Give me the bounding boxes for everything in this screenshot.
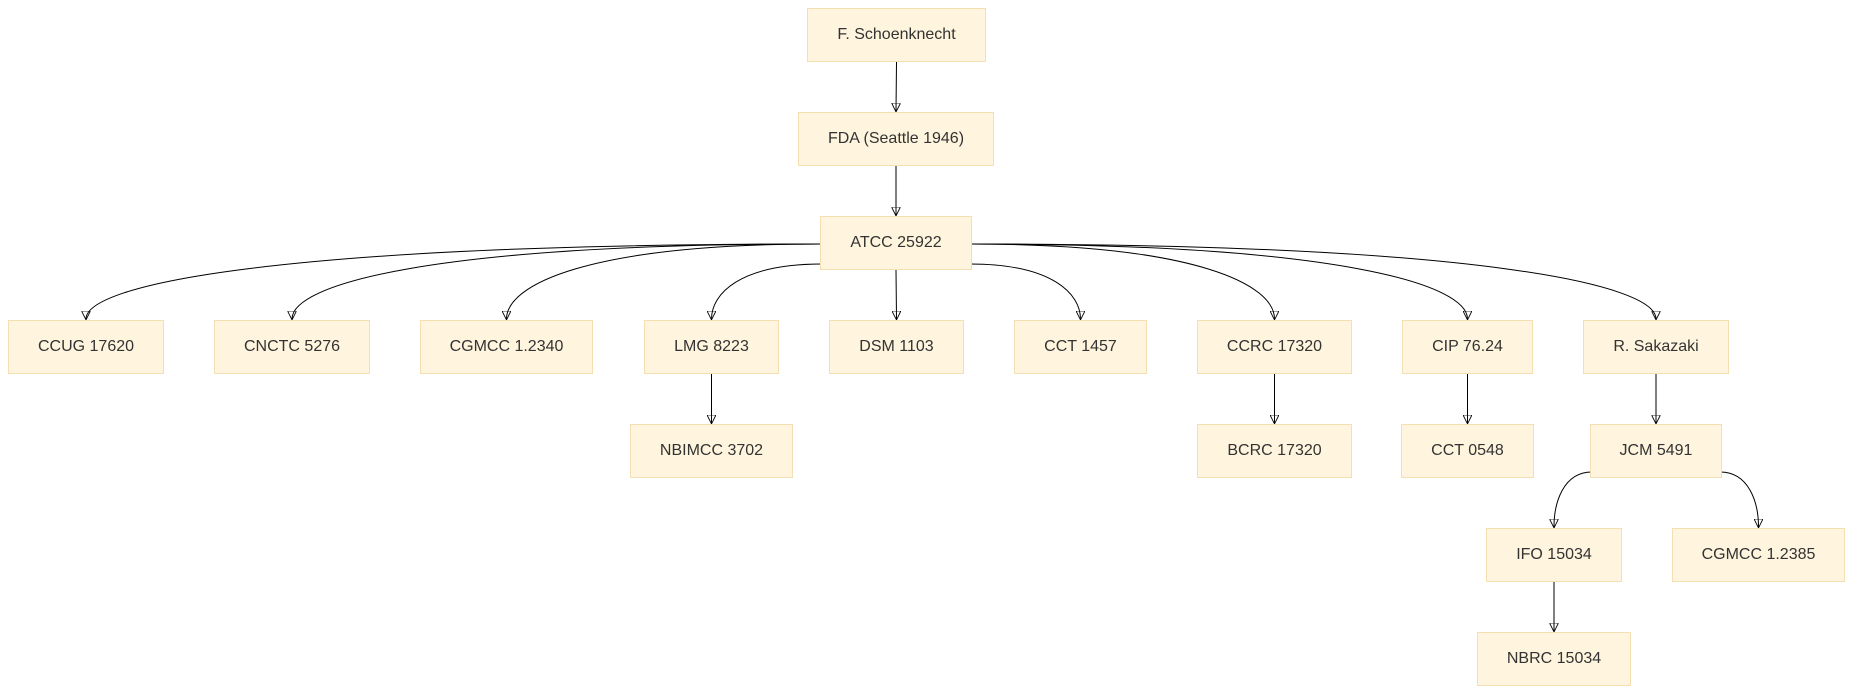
node-lmg: LMG 8223 bbox=[644, 320, 779, 374]
node-label: F. Schoenknecht bbox=[837, 26, 956, 43]
edge-atcc-to-dsm bbox=[896, 269, 897, 319]
node-atcc: ATCC 25922 bbox=[820, 216, 972, 270]
node-label: CCRC 17320 bbox=[1226, 338, 1323, 355]
node-label: CCT 1457 bbox=[1044, 338, 1117, 355]
node-cip: CIP 76.24 bbox=[1402, 320, 1533, 374]
node-label: FDA (Seattle 1946) bbox=[827, 130, 965, 147]
edge-atcc-to-ccrc bbox=[969, 243, 1275, 319]
node-label: CCT 0548 bbox=[1431, 442, 1504, 459]
node-label: IFO 15034 bbox=[1516, 546, 1592, 563]
node-cgmcc-1-2385: CGMCC 1.2385 bbox=[1672, 528, 1845, 582]
node-cct-0548: CCT 0548 bbox=[1401, 424, 1534, 478]
edge-atcc-to-cnctc bbox=[292, 243, 823, 319]
edge-schoenknecht-to-fda bbox=[896, 61, 897, 111]
edge-atcc-to-sakazaki bbox=[969, 243, 1656, 319]
node-cnctc: CNCTC 5276 bbox=[214, 320, 370, 374]
node-label: CGMCC 1.2340 bbox=[449, 338, 564, 355]
node-label: ATCC 25922 bbox=[850, 234, 942, 251]
node-label: CGMCC 1.2385 bbox=[1701, 546, 1816, 563]
node-schoenknecht: F. Schoenknecht bbox=[807, 8, 986, 62]
node-label: CCUG 17620 bbox=[37, 338, 135, 355]
node-dsm: DSM 1103 bbox=[829, 320, 964, 374]
node-label: DSM 1103 bbox=[859, 338, 934, 355]
node-fda: FDA (Seattle 1946) bbox=[798, 112, 994, 166]
edge-jcm-to-cgmcc2 bbox=[1719, 471, 1759, 527]
node-label: JCM 5491 bbox=[1619, 442, 1693, 459]
node-label: CNCTC 5276 bbox=[243, 338, 341, 355]
edge-atcc-to-lmg bbox=[712, 263, 823, 319]
node-ccrc: CCRC 17320 bbox=[1197, 320, 1352, 374]
node-label: CIP 76.24 bbox=[1432, 338, 1503, 355]
node-label: NBIMCC 3702 bbox=[659, 442, 764, 459]
node-sakazaki: R. Sakazaki bbox=[1583, 320, 1729, 374]
node-cgmcc-1-2340: CGMCC 1.2340 bbox=[420, 320, 593, 374]
node-nbimcc: NBIMCC 3702 bbox=[630, 424, 793, 478]
node-cct-1457: CCT 1457 bbox=[1014, 320, 1147, 374]
node-label: R. Sakazaki bbox=[1613, 338, 1699, 355]
node-ifo: IFO 15034 bbox=[1486, 528, 1622, 582]
edge-jcm-to-ifo bbox=[1554, 471, 1593, 527]
edge-atcc-to-cct1457 bbox=[969, 263, 1081, 319]
node-label: LMG 8223 bbox=[674, 338, 749, 355]
node-label: BCRC 17320 bbox=[1227, 442, 1322, 459]
edge-atcc-to-cip bbox=[969, 243, 1468, 319]
node-ccug: CCUG 17620 bbox=[8, 320, 164, 374]
edge-atcc-to-ccug bbox=[86, 243, 823, 319]
node-label: NBRC 15034 bbox=[1506, 650, 1602, 667]
edge-atcc-to-cgmcc1 bbox=[507, 243, 823, 319]
node-nbrc: NBRC 15034 bbox=[1477, 632, 1631, 686]
node-jcm: JCM 5491 bbox=[1590, 424, 1722, 478]
node-bcrc: BCRC 17320 bbox=[1197, 424, 1352, 478]
